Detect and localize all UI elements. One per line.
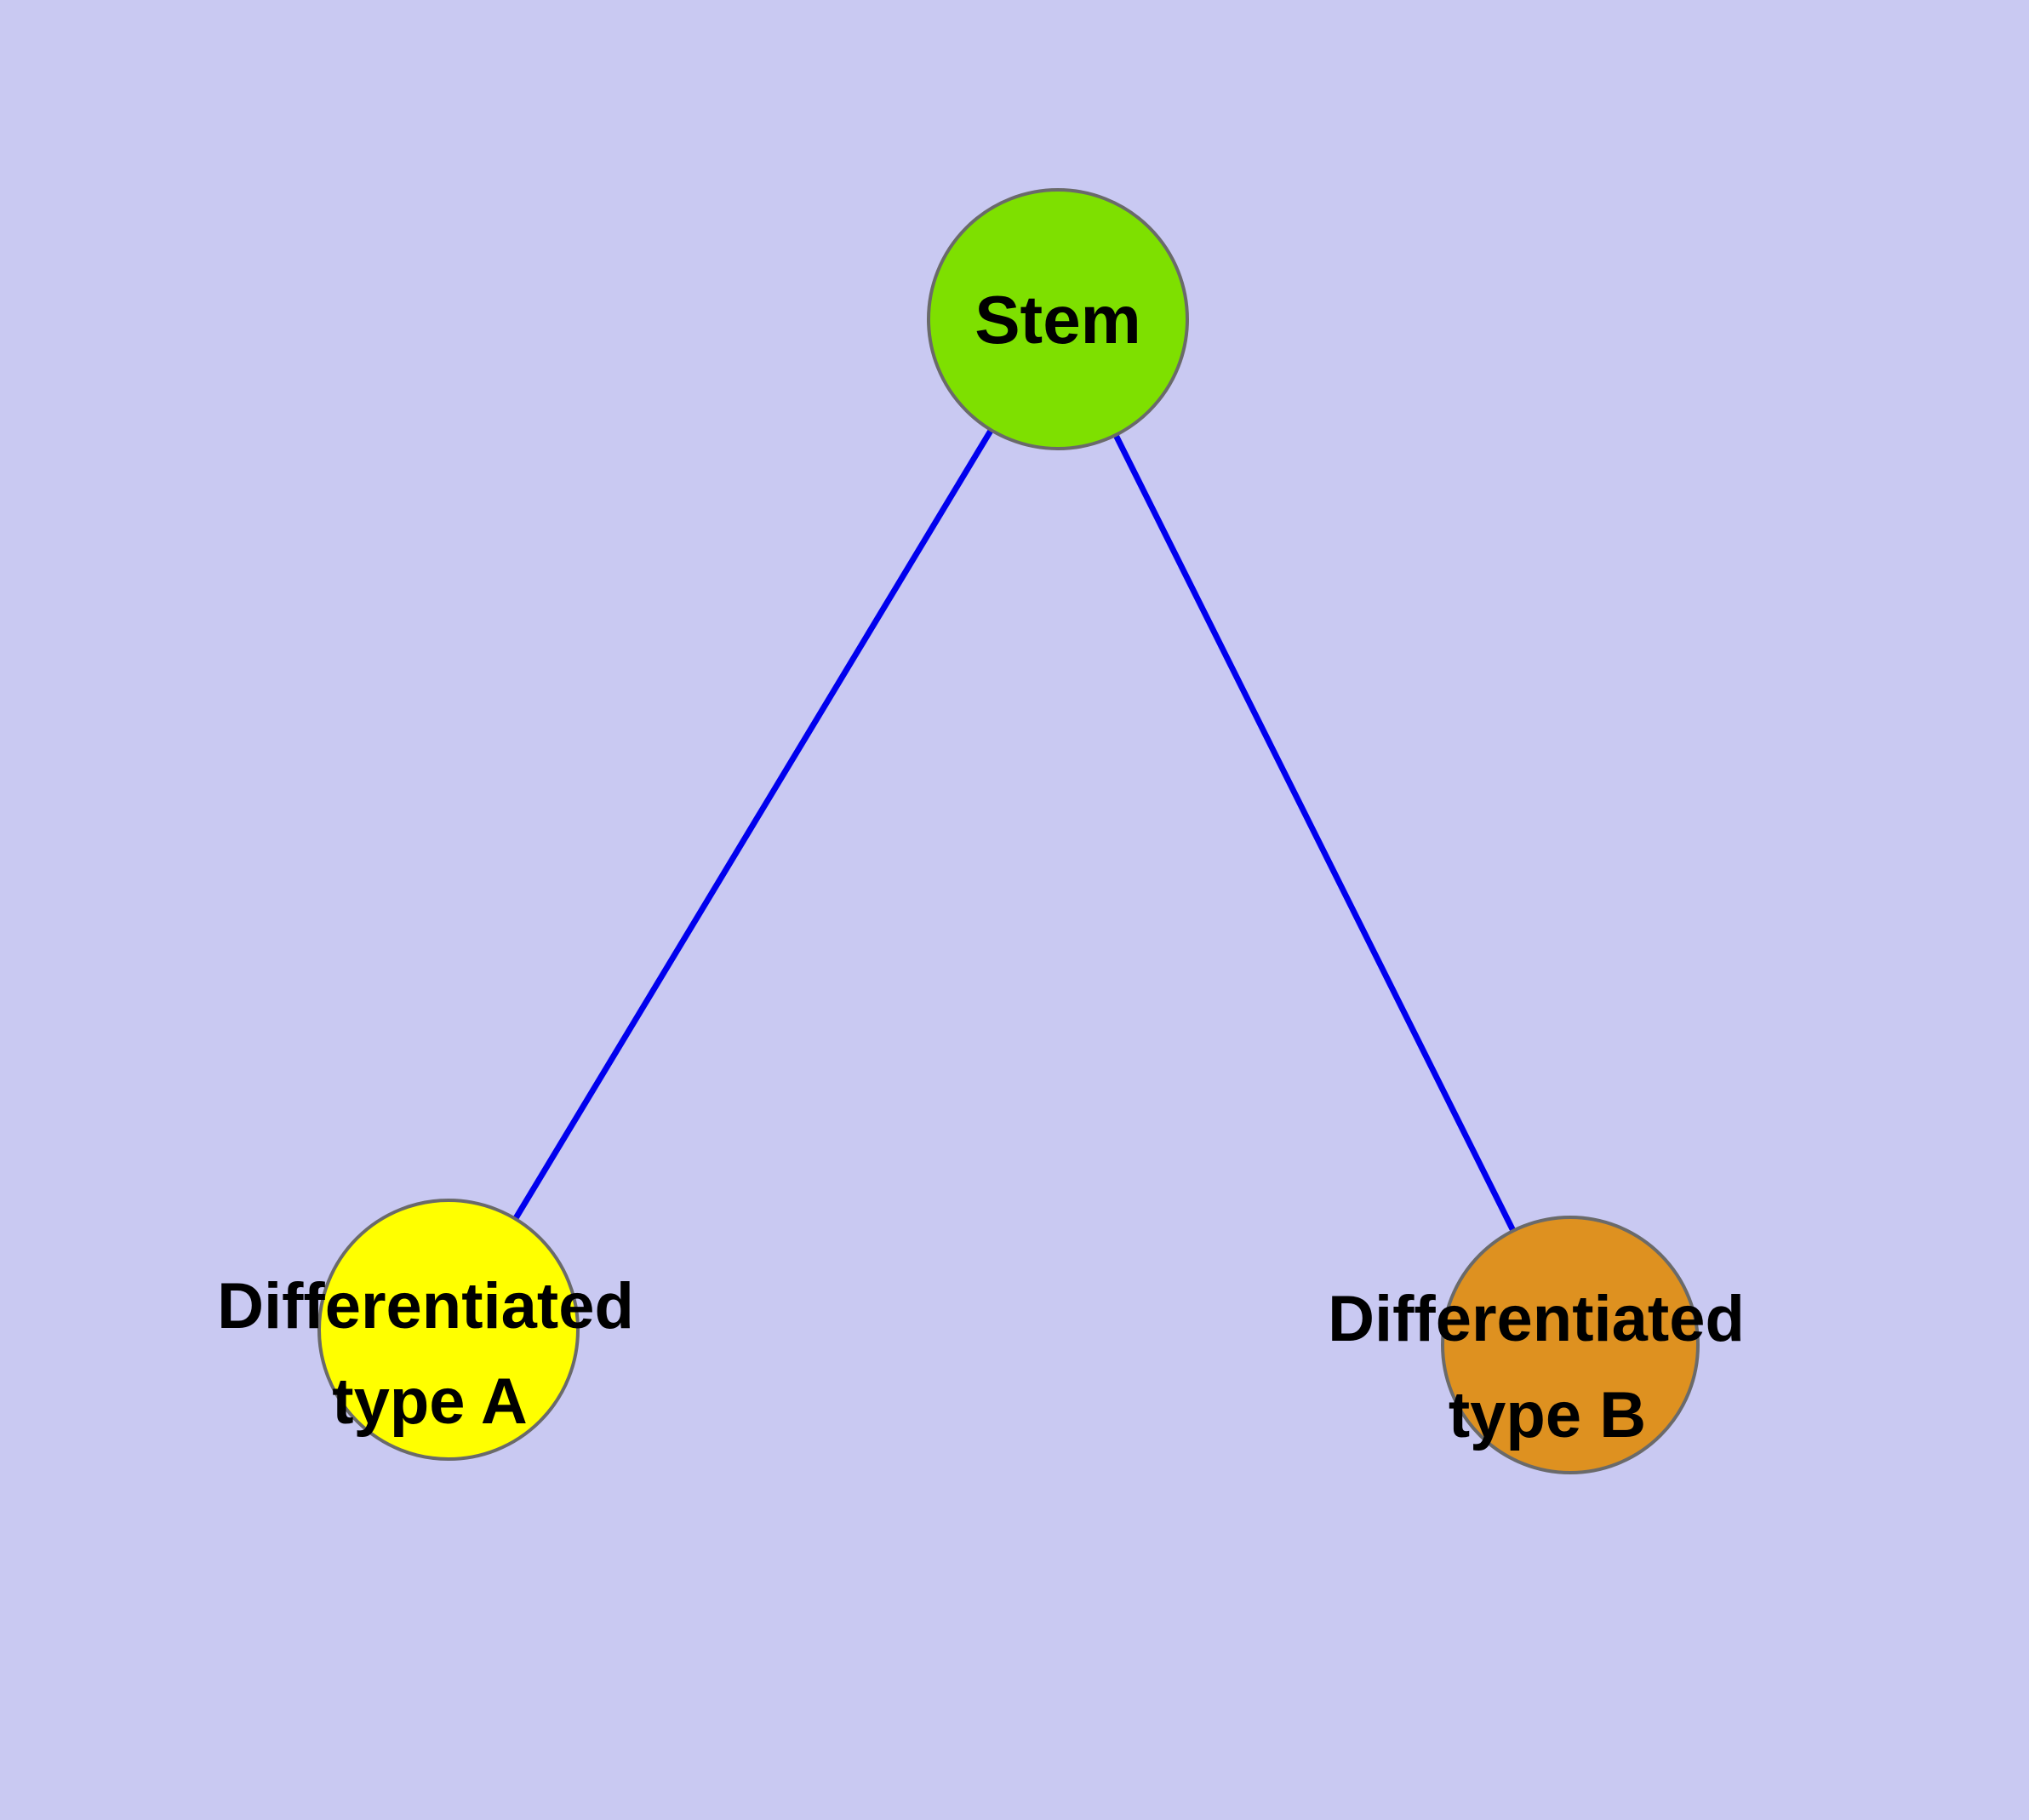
node-type-a-label-line1: Differentiated bbox=[217, 1270, 634, 1342]
node-type-a-circle bbox=[317, 1199, 580, 1461]
node-type-a-label-line2: type A bbox=[332, 1365, 527, 1438]
node-type-b-label-line1: Differentiated bbox=[1328, 1283, 1745, 1355]
node-stem: Stem bbox=[927, 188, 1189, 450]
node-stem-label: Stem bbox=[974, 282, 1141, 358]
node-stem-circle bbox=[927, 188, 1189, 450]
node-type-b-label-line2: type B bbox=[1449, 1379, 1646, 1451]
node-type-b-circle bbox=[1441, 1216, 1700, 1474]
edge-stem-to-type-b bbox=[1055, 318, 1574, 1347]
node-differentiated-type-b: Differentiated type B bbox=[1328, 1216, 1745, 1474]
edge-stem-to-type-a bbox=[446, 318, 1060, 1331]
node-differentiated-type-a: Differentiated type A bbox=[217, 1199, 634, 1461]
